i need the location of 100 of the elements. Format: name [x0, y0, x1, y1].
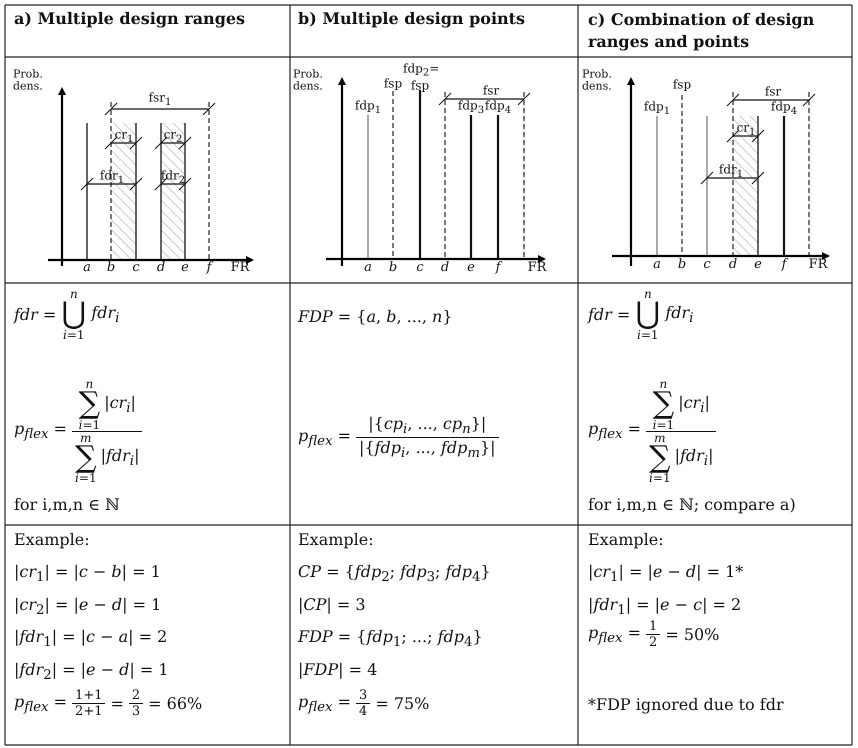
range-label: fdr$_{2}$: [160, 170, 186, 186]
math-formula: |fdr$_{i}$|: [674, 446, 714, 470]
math-formula: |cr$_{1}$| = |e − d| = 1*: [588, 562, 744, 586]
tick-label: c: [703, 258, 711, 272]
math-formula: = 50%: [665, 625, 720, 644]
math-formula: 1: [649, 619, 658, 634]
axis-label: Prob. dens.: [582, 68, 613, 92]
summation-symbol: ∑: [652, 390, 674, 418]
tick-label: f: [206, 261, 212, 275]
math-formula: 1+1: [75, 688, 102, 703]
example-heading: Example:: [298, 530, 374, 549]
range-label: cr$_{1}$: [114, 128, 134, 146]
math-formula: fdr$_{i}$: [91, 302, 120, 326]
math-formula: |{fdp$_{i}$, ..., fdp$_{m}$}|: [359, 438, 496, 462]
point-label: fdp$_{4}$: [770, 100, 798, 118]
axis-label: Prob. dens.: [13, 68, 44, 92]
footnote-text: *FDP ignored due to fdr: [588, 695, 784, 714]
limit-label: i=1: [75, 472, 97, 484]
tick-label: e: [754, 258, 762, 272]
union-symbol: ⋃: [635, 300, 660, 328]
limit-label: n: [660, 378, 668, 390]
range-label: fdr$_{1}$: [100, 170, 124, 186]
limit-label: m: [654, 432, 666, 444]
limit-label: n: [644, 288, 652, 300]
summation-symbol: ∑: [78, 390, 100, 418]
range-label: fsr: [764, 86, 782, 98]
math-formula: FDP = {a, b, ..., n}: [298, 307, 453, 326]
tick-label: a: [83, 261, 91, 275]
range-label: fsr$_{1}$: [148, 92, 172, 108]
math-formula: fdr =: [14, 304, 56, 324]
tick-label: a: [364, 261, 372, 275]
union-symbol: ⋃: [61, 300, 86, 328]
column-heading: c) Combination of design ranges and points: [588, 9, 816, 52]
math-formula: 3: [359, 688, 368, 703]
math-formula: |cr$_{i}$|: [104, 392, 136, 416]
math-formula: p$_{flex}$ =: [298, 692, 352, 716]
limit-label: m: [80, 432, 92, 444]
summation-symbol: ∑: [649, 444, 671, 472]
math-formula: p$_{flex}$ =: [588, 622, 642, 646]
tick-label: d: [728, 258, 738, 272]
point-label: fdp$_{1}$: [354, 100, 382, 116]
tick-label: f: [782, 258, 786, 272]
math-formula: = 66%: [148, 694, 202, 713]
limit-label: i=1: [637, 328, 659, 340]
math-formula: fdr$_{i}$: [665, 302, 694, 326]
math-formula: for i,m,n ∈ ℕ; compare a): [588, 495, 796, 514]
limit-label: i=1: [78, 418, 100, 430]
column-heading: b) Multiple design points: [298, 9, 526, 28]
math-formula: |FDP| = 4: [298, 660, 378, 679]
range-label: cr$_{1}$: [736, 122, 756, 138]
math-formula: p$_{flex}$ =: [14, 419, 68, 443]
math-formula: CP = {fdp$_{2}$; fdp$_{3}$; fdp$_{4}$}: [298, 562, 491, 586]
limit-label: n: [70, 288, 78, 300]
limit-label: i=1: [649, 472, 671, 484]
point-label: fdp$_{1}$: [644, 100, 670, 118]
summation-symbol: ∑: [75, 444, 97, 472]
tick-label: b: [678, 258, 686, 272]
math-formula: |{cp$_{i}$, ..., cp$_{n}$}|: [368, 414, 486, 438]
tick-label: b: [388, 261, 398, 275]
tick-label: b: [106, 261, 116, 275]
math-formula: = 75%: [375, 694, 430, 713]
axis-label: FR: [528, 261, 546, 275]
point-label: fdp$_{4}$: [484, 100, 512, 116]
math-formula: |cr$_{i}$|: [678, 392, 710, 416]
math-formula: |cr$_{1}$| = |c − b| = 1: [14, 562, 161, 586]
limit-label: n: [86, 378, 94, 390]
math-formula: |fdr$_{1}$| = |e − c| = 2: [588, 595, 742, 618]
math-formula: 2: [649, 635, 658, 650]
math-formula: 4: [359, 704, 368, 719]
math-formula: p$_{flex}$ =: [588, 419, 642, 443]
tick-label: c: [132, 261, 140, 275]
range-label: fsr: [482, 84, 500, 98]
math-formula: 2+1: [75, 704, 102, 719]
math-formula: |fdr$_{i}$|: [100, 446, 140, 470]
example-heading: Example:: [14, 530, 90, 549]
tick-label: e: [181, 261, 189, 275]
point-label: fsp: [384, 78, 402, 90]
column-heading: a) Multiple design ranges: [14, 9, 246, 28]
math-formula: |cr$_{2}$| = |e − d| = 1: [14, 595, 162, 618]
range-label: fdr$_{1}$: [718, 164, 744, 180]
tick-label: e: [467, 261, 475, 275]
tick-label: a: [653, 258, 661, 272]
math-formula: |fdr$_{1}$| = |c − a| = 2: [14, 627, 168, 650]
example-heading: Example:: [588, 530, 664, 549]
tick-label: f: [496, 261, 500, 275]
tick-label: c: [416, 261, 424, 275]
point-label: fdp$_{2}$= fsp: [403, 62, 437, 92]
math-formula: 3: [132, 704, 140, 719]
limit-label: i=1: [63, 328, 85, 340]
limit-label: i=1: [652, 418, 674, 430]
range-label: cr$_{2}$: [164, 128, 182, 146]
math-formula: fdr =: [588, 304, 630, 324]
point-label: fsp: [672, 78, 692, 92]
math-formula: FDP = {fdp$_{1}$; ...; fdp$_{4}$}: [298, 627, 483, 650]
math-formula: for i,m,n ∈ ℕ: [14, 495, 120, 514]
axis-label: FR: [808, 258, 828, 272]
point-label: fdp$_{3}$: [458, 100, 484, 116]
math-formula: p$_{flex}$ =: [298, 426, 352, 450]
axis-label: FR: [230, 261, 250, 275]
math-formula: |fdr$_{2}$| = |e − d| = 1: [14, 660, 168, 684]
